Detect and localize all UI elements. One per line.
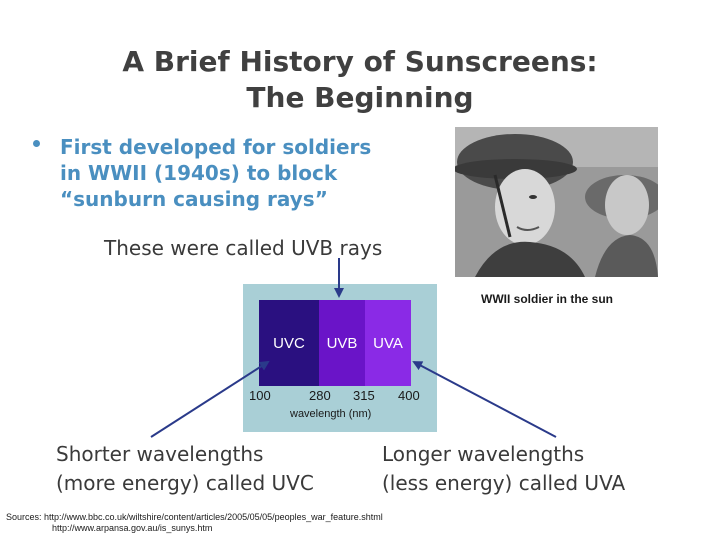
slide-title: A Brief History of Sunscreens: The Begin… bbox=[0, 44, 720, 116]
tick-280: 280 bbox=[309, 388, 331, 403]
left-caption-line-2: (more energy) called UVC bbox=[56, 469, 314, 498]
bullet-text: First developed for soldiers in WWII (19… bbox=[60, 134, 420, 212]
soldier-photo bbox=[455, 127, 658, 277]
bullet-line-2: in WWII (1940s) to block bbox=[60, 160, 420, 186]
left-caption-line-1: Shorter wavelengths bbox=[56, 440, 314, 469]
wavelength-axis-label: wavelength (nm) bbox=[290, 408, 371, 420]
tick-400: 400 bbox=[398, 388, 420, 403]
band-uva: UVA bbox=[365, 300, 411, 386]
source-line-1: Sources: http://www.bbc.co.uk/wiltshire/… bbox=[6, 512, 383, 523]
title-line-1: A Brief History of Sunscreens: bbox=[0, 44, 720, 80]
bullet-line-3: “sunburn causing rays” bbox=[60, 186, 420, 212]
bullet-marker bbox=[33, 140, 40, 147]
right-caption-line-1: Longer wavelengths bbox=[382, 440, 625, 469]
photo-caption: WWII soldier in the sun bbox=[481, 292, 613, 306]
title-line-2: The Beginning bbox=[0, 80, 720, 116]
uv-spectrum-diagram: UVC UVB UVA 100 280 315 400 wavelength (… bbox=[243, 284, 437, 432]
shorter-wavelength-caption: Shorter wavelengths (more energy) called… bbox=[56, 440, 314, 498]
bullet-line-1: First developed for soldiers bbox=[60, 134, 420, 160]
uvb-note: These were called UVB rays bbox=[104, 236, 382, 260]
tick-100: 100 bbox=[249, 388, 271, 403]
tick-315: 315 bbox=[353, 388, 375, 403]
source-line-2: http://www.arpansa.gov.au/is_sunys.htm bbox=[6, 523, 383, 534]
band-uvc: UVC bbox=[259, 300, 319, 386]
longer-wavelength-caption: Longer wavelengths (less energy) called … bbox=[382, 440, 625, 498]
sources: Sources: http://www.bbc.co.uk/wiltshire/… bbox=[6, 512, 383, 534]
band-uvb: UVB bbox=[319, 300, 365, 386]
right-caption-line-2: (less energy) called UVA bbox=[382, 469, 625, 498]
soldier-photo-image bbox=[455, 127, 658, 277]
